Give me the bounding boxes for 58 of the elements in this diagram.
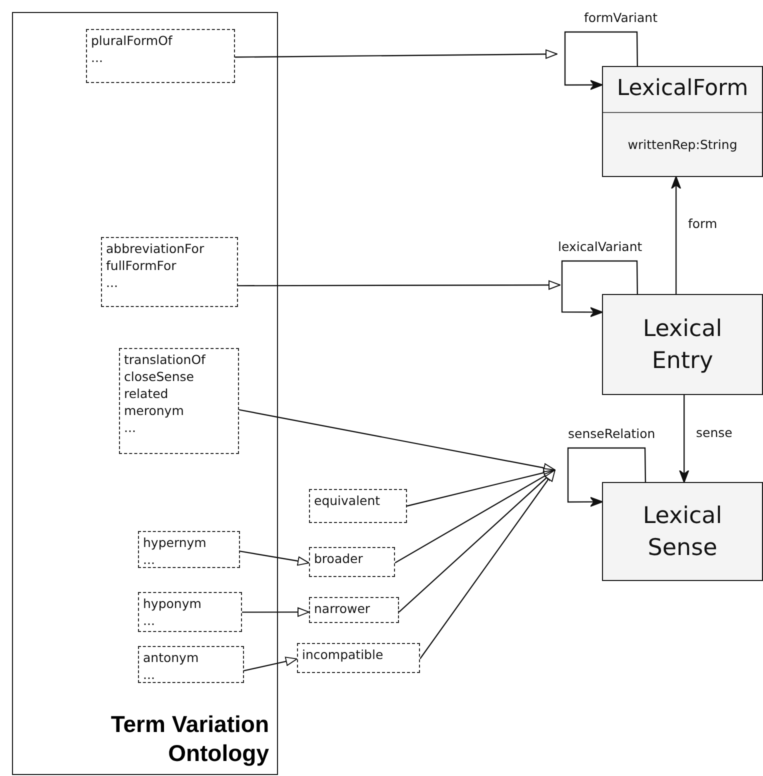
property-name: ...	[124, 419, 137, 436]
property-box	[119, 348, 239, 454]
property-name: equivalent	[314, 492, 382, 509]
arrow	[564, 31, 638, 90]
property-name: ...	[106, 274, 119, 291]
property-name: ...	[143, 551, 156, 568]
property-name: related	[124, 385, 170, 402]
edge-label: form	[686, 216, 720, 231]
class-box	[602, 294, 763, 395]
class-name: Lexical Sense	[642, 502, 724, 562]
arrow	[671, 176, 682, 294]
edge-label: senseRelation	[566, 426, 658, 441]
property-box	[138, 592, 242, 632]
property-box	[309, 547, 395, 577]
property-box	[309, 489, 407, 523]
property-box	[138, 646, 244, 683]
arrow	[238, 550, 310, 566]
property-name: pluralFormOf	[91, 32, 174, 49]
edge-label: formVariant	[582, 10, 660, 25]
arrow	[237, 280, 560, 290]
property-name: closeSense	[124, 368, 195, 385]
property-name: ...	[91, 49, 104, 66]
property-name: translationOf	[124, 351, 207, 368]
ontology-panel	[12, 12, 278, 775]
property-box	[101, 237, 238, 307]
property-name: meronym	[124, 402, 185, 419]
arrow	[679, 395, 690, 483]
arrow	[420, 470, 556, 660]
property-box	[138, 531, 240, 568]
property-box	[297, 643, 420, 673]
property-name: ...	[143, 666, 156, 683]
property-name: hypernym	[143, 534, 208, 551]
edge-label: lexicalVariant	[556, 239, 644, 254]
arrow	[238, 408, 556, 473]
arrow	[561, 260, 638, 318]
property-name: incompatible	[302, 646, 384, 663]
class-box	[602, 66, 763, 177]
property-name: fullFormFor	[106, 257, 178, 274]
property-box	[86, 29, 235, 83]
arrow	[406, 468, 556, 507]
arrow	[394, 469, 556, 564]
property-name: abbreviationFor	[106, 240, 206, 257]
class-box	[602, 482, 763, 581]
arrow	[241, 607, 310, 617]
property-box	[309, 597, 399, 623]
arrow	[242, 656, 298, 672]
panel-title: Term Variation Ontology	[110, 710, 269, 768]
property-name: hyponym	[143, 595, 202, 612]
arrow	[234, 49, 558, 59]
attribute-text: writtenRep:String	[603, 112, 762, 176]
property-name: ...	[143, 612, 156, 629]
arrow	[398, 470, 556, 613]
property-name: broader	[314, 550, 364, 567]
class-name: LexicalForm	[616, 75, 750, 103]
property-name: narrower	[314, 600, 372, 617]
arrow	[567, 447, 646, 507]
property-name: antonym	[143, 649, 200, 666]
class-name: Lexical Entry	[642, 314, 724, 376]
